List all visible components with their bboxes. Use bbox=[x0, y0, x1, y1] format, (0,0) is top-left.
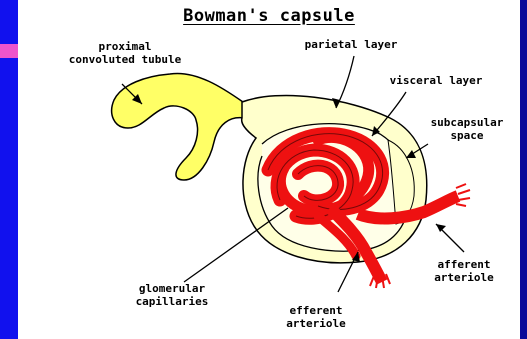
label-subcapsular-line2: space bbox=[418, 129, 516, 142]
label-glomerular-capillaries: glomerular capillaries bbox=[118, 282, 226, 308]
label-proximal-line1: proximal bbox=[60, 40, 190, 53]
afferent-arteriole-end bbox=[456, 184, 470, 206]
proximal-tubule-shape bbox=[112, 73, 244, 180]
label-afferent-line2: arteriole bbox=[418, 271, 510, 284]
label-efferent-line2: arteriole bbox=[268, 317, 364, 330]
label-glomerular-line2: capillaries bbox=[118, 295, 226, 308]
label-subcapsular-space: subcapsular space bbox=[418, 116, 516, 142]
label-afferent-arteriole: afferent arteriole bbox=[418, 258, 510, 284]
label-glomerular-line1: glomerular bbox=[118, 282, 226, 295]
label-efferent-line1: efferent bbox=[268, 304, 364, 317]
slide-panel: Bowman's capsule bbox=[18, 0, 520, 339]
label-visceral-layer: visceral layer bbox=[378, 74, 494, 87]
right-border-bar bbox=[520, 0, 527, 339]
label-visceral-text: visceral layer bbox=[378, 74, 494, 87]
left-accent-bar bbox=[0, 44, 18, 58]
label-proximal-line2: convoluted tubule bbox=[60, 53, 190, 66]
label-parietal-layer: parietal layer bbox=[286, 38, 416, 51]
label-efferent-arteriole: efferent arteriole bbox=[268, 304, 364, 330]
label-afferent-line1: afferent bbox=[418, 258, 510, 271]
label-proximal-tubule: proximal convoluted tubule bbox=[60, 40, 190, 66]
label-parietal-text: parietal layer bbox=[286, 38, 416, 51]
label-subcapsular-line1: subcapsular bbox=[418, 116, 516, 129]
